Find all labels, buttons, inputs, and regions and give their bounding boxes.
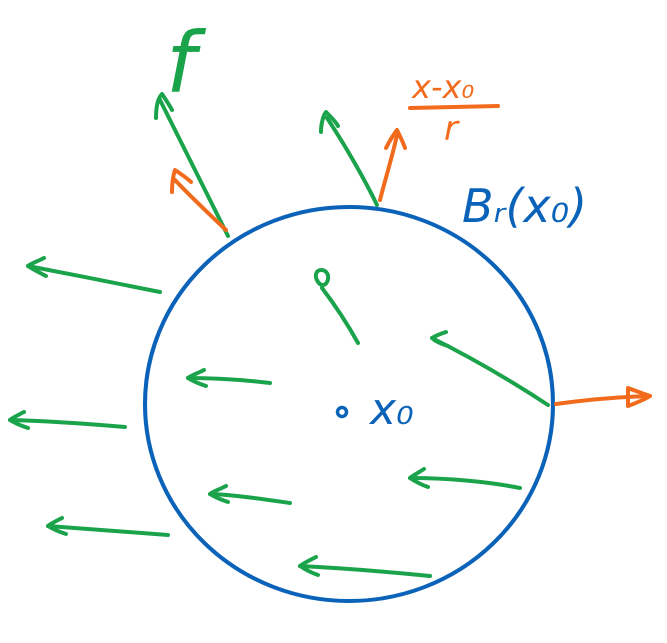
field-arrow-inside-left-1 [186, 368, 272, 388]
field-arrow-left-1 [26, 256, 162, 294]
field-arrow-inside-right-1 [408, 467, 522, 490]
normal-arrow-top-left [170, 168, 228, 232]
field-arrow-left-2 [8, 410, 127, 430]
normal-label-numerator: x-x₀ [411, 68, 474, 106]
field-arrow-top-middle [319, 110, 379, 207]
field-arrow-left-3 [46, 516, 170, 537]
ball-boundary-circle [142, 205, 556, 603]
normal-label-fraction-bar [408, 104, 500, 110]
ball-label: Bᵣ(x₀) [462, 179, 587, 233]
normal-arrow-top-middle [378, 128, 407, 202]
field-arrow-inside-left-2 [208, 484, 292, 505]
field-arrow-inside-bottom [298, 555, 432, 578]
normal-label-denominator: r [444, 109, 460, 149]
center-point [335, 405, 349, 419]
normal-arrow-right [554, 386, 652, 408]
field-arrow-top-left [154, 92, 230, 238]
field-arrow-inside-center-up [313, 268, 360, 345]
field-label: f [166, 14, 207, 112]
field-arrow-inside-right-diag [430, 330, 550, 407]
center-label: x₀ [368, 384, 414, 435]
